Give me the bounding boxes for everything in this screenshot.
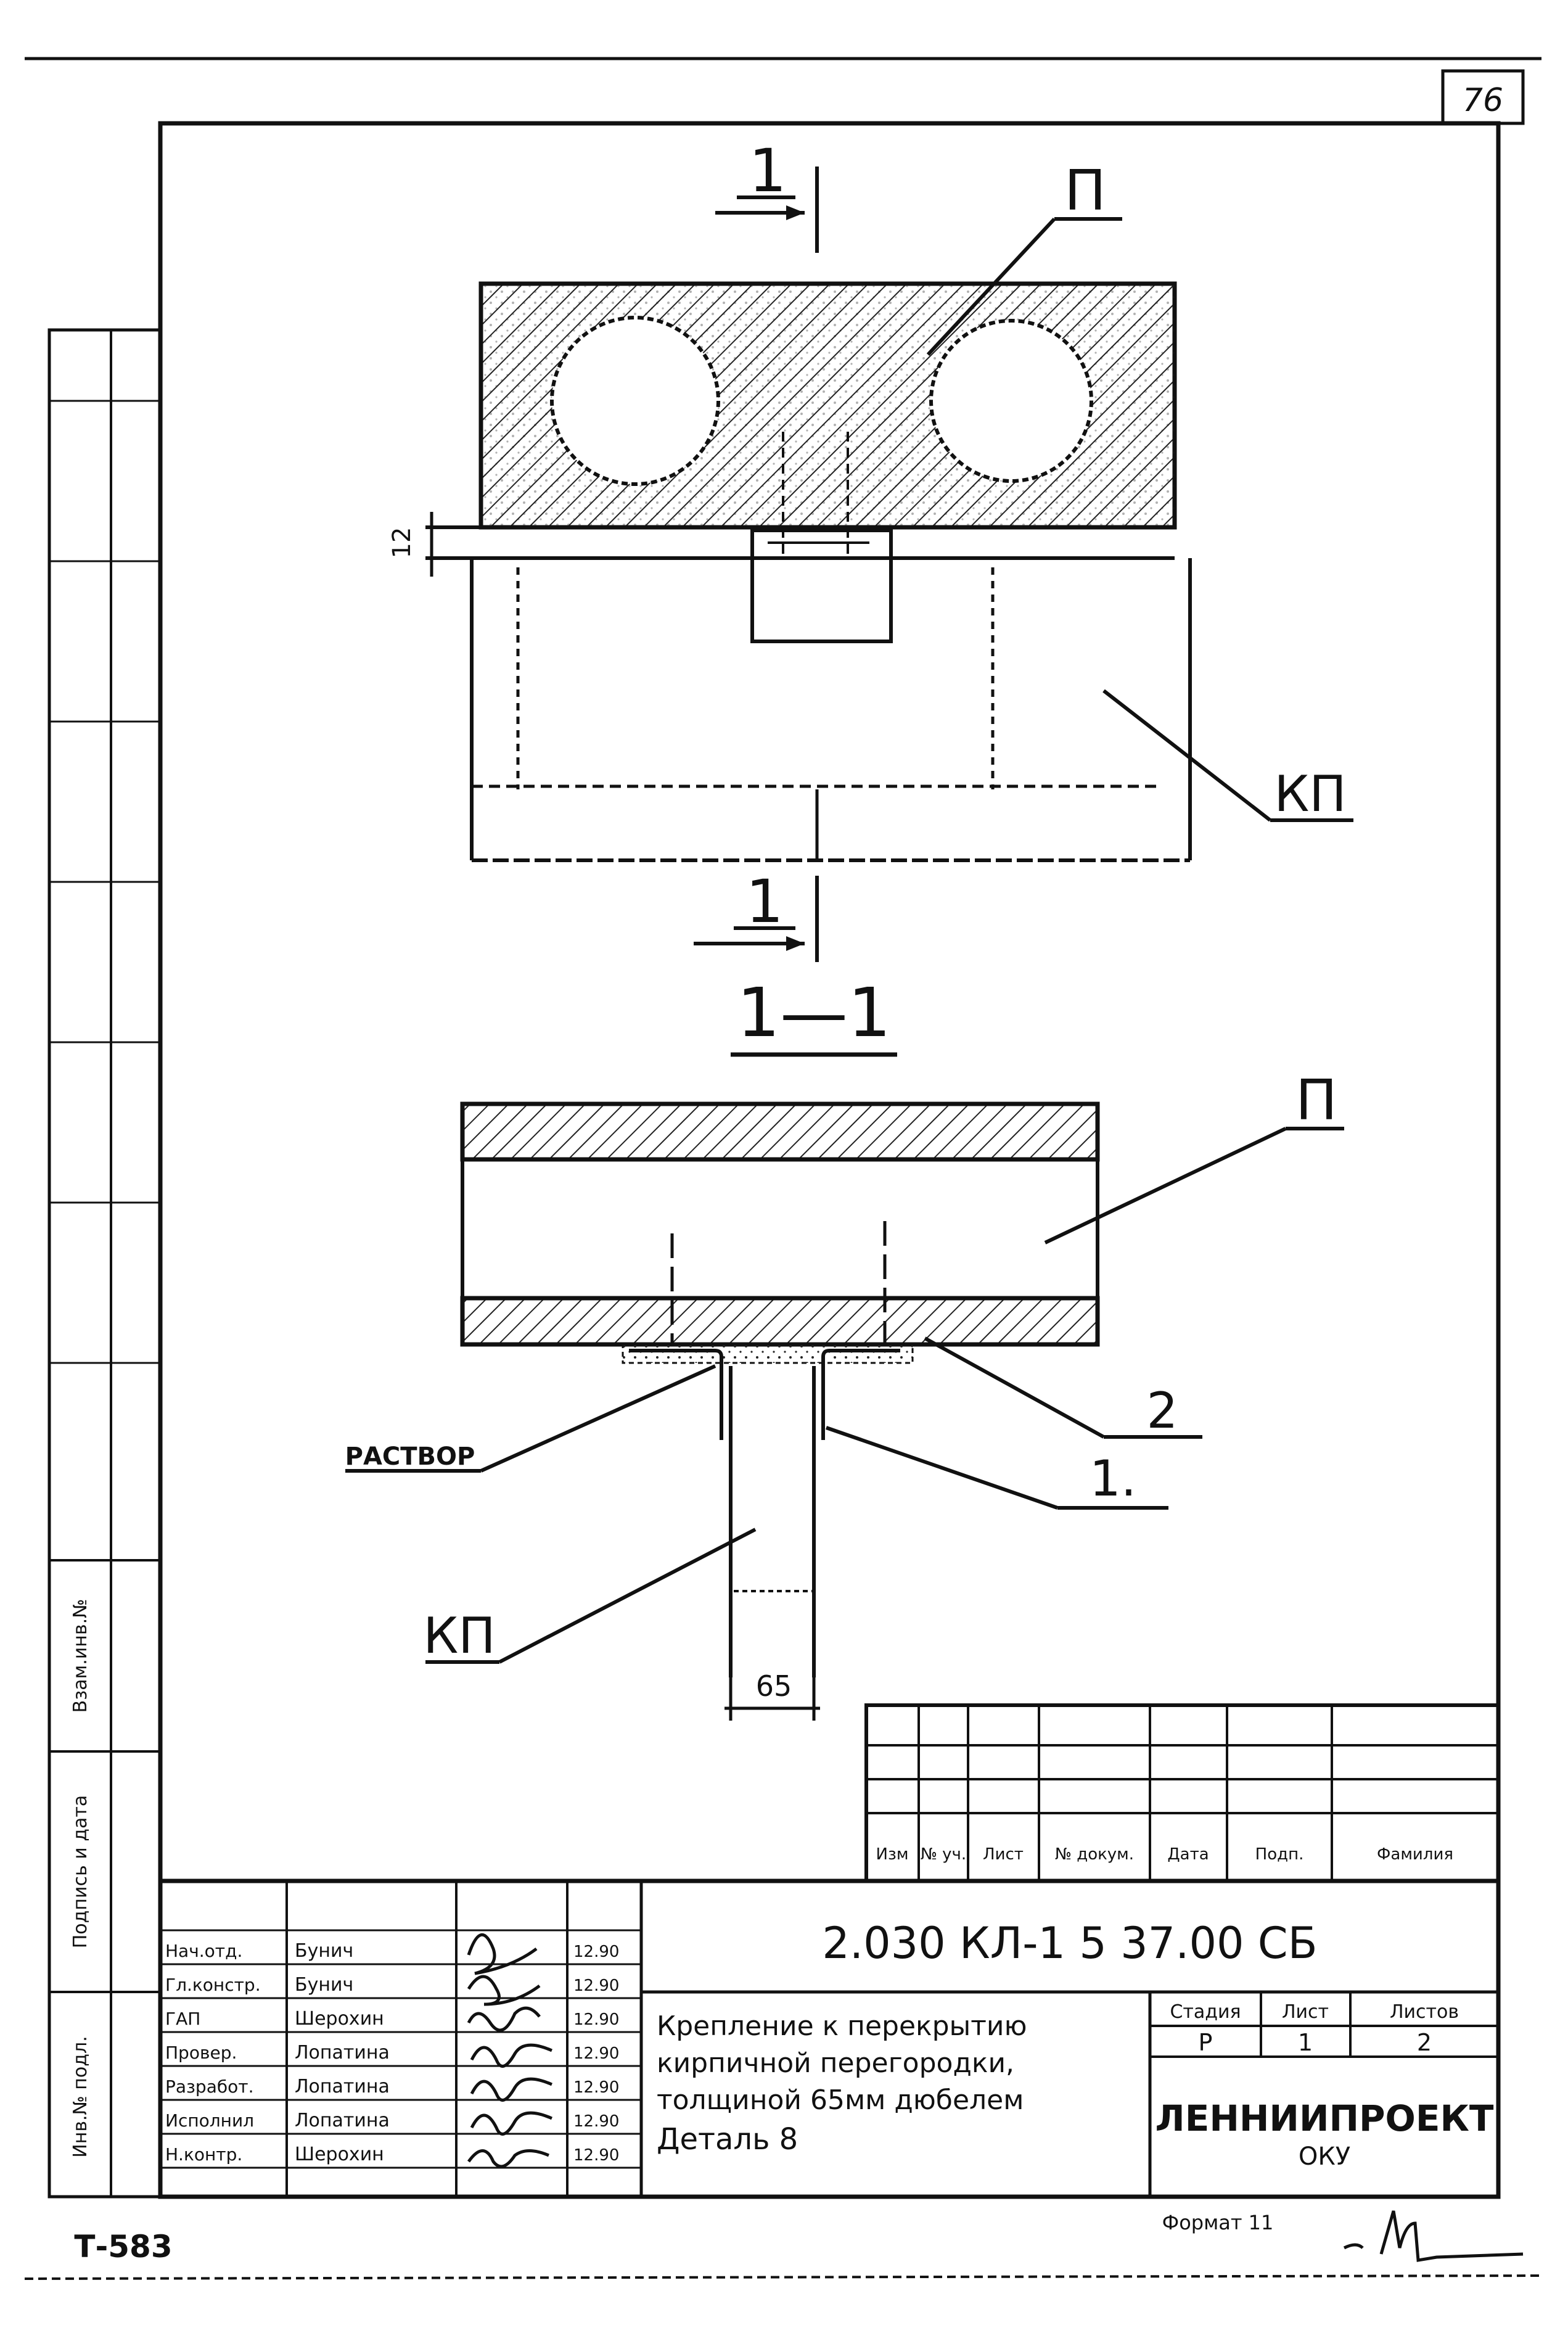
sig-name-1: Бунич	[295, 1974, 353, 1996]
partition-plan	[470, 558, 1192, 862]
sig-date-1: 12.90	[573, 1977, 619, 1995]
slab-void-left	[550, 316, 720, 486]
format-label: Формат 11	[1162, 2211, 1274, 2234]
section-title: 1—1	[737, 973, 891, 1052]
angle-bracket-left	[629, 1349, 723, 1440]
sig-name-4: Лопатина	[295, 2076, 390, 2097]
plan-slab-label: П	[1064, 158, 1106, 223]
section-mark-bottom-label: 1	[745, 867, 783, 936]
sig-name-3: Лопатина	[295, 2042, 390, 2063]
mortar-bed	[622, 1343, 914, 1364]
plan-partition-label: КП	[1275, 765, 1347, 823]
sig-name-5: Лопатина	[295, 2110, 390, 2131]
sheet-number: 76	[1463, 82, 1503, 119]
section-partition-label: КП	[424, 1607, 496, 1664]
sheet-value: 1	[1298, 2029, 1313, 2056]
sig-date-4: 12.90	[573, 2078, 619, 2097]
sig-name-0: Бунич	[295, 1940, 353, 1962]
plan-view: 1 П 12 КП	[388, 136, 1353, 962]
sig-date-2: 12.90	[573, 2010, 619, 2029]
stage-header: Стадия	[1170, 2001, 1241, 2023]
gap-dimension: 12	[388, 527, 416, 559]
slab-void-right	[929, 319, 1093, 483]
drawing-designation: 2.030 КЛ-1 5 37.00 СБ	[822, 1918, 1317, 1969]
item-2-label: 2	[1147, 1382, 1178, 1439]
footer-initials	[1343, 2210, 1524, 2262]
rev-header-change: Изм	[876, 1845, 909, 1864]
slab-bottom-flange	[460, 1296, 1100, 1347]
sig-role-3: Провер.	[165, 2043, 237, 2063]
side-stamp: Взам.инв.№ Подпись и дата Инв.№ подл.	[47, 328, 162, 2199]
archive-number: Т-583	[74, 2229, 172, 2265]
handwritten-signatures	[467, 1933, 553, 2168]
section-mark-bottom: 1	[694, 867, 819, 962]
sig-role-5: Исполнил	[165, 2110, 254, 2131]
rev-header-signature: Подп.	[1255, 1845, 1304, 1864]
section-view: 1—1 П 2 1. РАСТВОР	[345, 973, 1344, 1721]
sig-role-6: Н.контр.	[165, 2144, 242, 2165]
title-block: Нач.отд. Бунич 12.90 Гл.констр. Бунич 12…	[158, 1878, 1501, 2199]
stage-value: Р	[1199, 2029, 1213, 2056]
sig-date-0: 12.90	[573, 1943, 619, 1961]
sig-name-2: Шерохин	[295, 2008, 384, 2030]
slab-top-flange	[460, 1101, 1100, 1162]
rev-header-name: Фамилия	[1377, 1845, 1453, 1864]
sig-date-3: 12.90	[573, 2044, 619, 2063]
outer-frame	[24, 57, 1542, 2280]
mortar-label: РАСТВОР	[345, 1442, 475, 1471]
section-mark-top: 1	[715, 136, 819, 253]
title-line-1: Крепление к перекрытию	[657, 2010, 1027, 2042]
sheets-value: 2	[1417, 2029, 1432, 2056]
title-line-2: кирпичной перегородки,	[657, 2047, 1014, 2079]
sig-name-6: Шерохин	[295, 2144, 384, 2165]
stamp-label-signature: Подпись и дата	[70, 1795, 91, 1949]
rev-header-document: № докум.	[1055, 1845, 1134, 1864]
rev-header-sheet: Лист	[983, 1845, 1024, 1864]
section-slab-label: П	[1295, 1068, 1337, 1133]
angle-bracket-right	[821, 1349, 900, 1440]
section-mark-top-label: 1	[749, 136, 786, 205]
sheet-header: Лист	[1282, 2001, 1329, 2023]
sig-role-1: Гл.констр.	[165, 1975, 261, 1995]
dowel-bracket-plan	[750, 529, 893, 643]
sheets-header: Листов	[1390, 2001, 1459, 2023]
sig-role-4: Разработ.	[165, 2076, 253, 2097]
sheet-number-box: 76	[1441, 69, 1525, 125]
title-line-4: Деталь 8	[657, 2122, 798, 2157]
revision-table: Изм № уч. Лист № докум. Дата Подп. Фамил…	[864, 1703, 1500, 1883]
sig-role-2: ГАП	[165, 2009, 200, 2029]
stamp-label-replacement: Взам.инв.№	[70, 1599, 91, 1713]
width-dimension: 65	[756, 1669, 792, 1703]
item-1-label: 1.	[1090, 1450, 1136, 1507]
title-line-3: толщиной 65мм дюбелем	[657, 2084, 1024, 2116]
stamp-label-inventory: Инв.№ подл.	[70, 2036, 91, 2157]
rev-header-date: Дата	[1167, 1845, 1209, 1864]
sig-date-5: 12.90	[573, 2112, 619, 2131]
department-name: ОКУ	[1299, 2142, 1350, 2171]
organization-name: ЛЕННИИПРОЕКТ	[1155, 2097, 1494, 2139]
rev-header-section: № уч.	[921, 1845, 966, 1864]
partition-section	[729, 1366, 816, 1677]
sig-date-6: 12.90	[573, 2146, 619, 2165]
sig-role-0: Нач.отд.	[165, 1941, 242, 1961]
